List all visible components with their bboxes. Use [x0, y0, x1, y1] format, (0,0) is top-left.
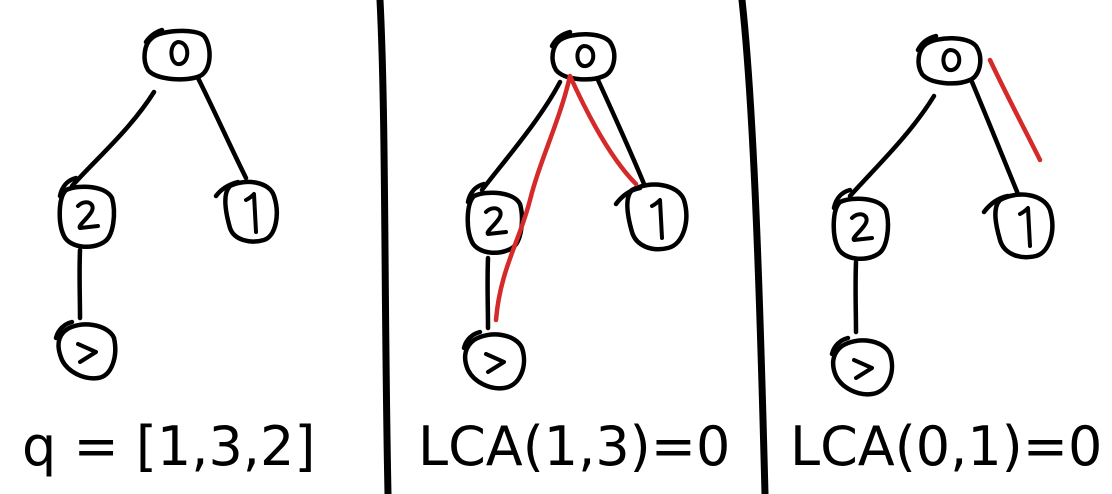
node-1-shape: [625, 182, 689, 252]
node-2-shape: [57, 184, 117, 250]
label-3: [484, 352, 506, 374]
panel-1-tree: [53, 27, 279, 381]
label-2: [76, 200, 100, 230]
panel-divider-left: [376, 0, 392, 494]
node-0-shape: [142, 28, 212, 82]
node-0-shape: [550, 32, 617, 82]
panel-divider-right: [738, 0, 769, 494]
edge-0-2: [69, 89, 157, 189]
label-1: [1018, 206, 1032, 248]
panel-2-labels: [484, 44, 664, 374]
edge-0-1: [969, 79, 1021, 197]
panel-2-tree: [461, 29, 689, 391]
highlight-path-0-1: [987, 57, 1043, 163]
label-3: [76, 342, 98, 364]
edge-0-1: [595, 77, 647, 187]
node-1-shape: [223, 179, 279, 244]
panel-2-caption: LCA(1,3)=0: [418, 415, 731, 478]
node-2-shape: [831, 196, 891, 262]
label-1: [244, 192, 258, 234]
panel-3-labels: [850, 48, 1032, 380]
panel-3-tree: [829, 33, 1055, 397]
label-0: [169, 40, 190, 66]
label-0: [575, 44, 596, 69]
label-2: [850, 212, 874, 242]
panel-1-labels: [76, 40, 258, 364]
node-3-shape: [462, 332, 527, 391]
label-0: [941, 48, 962, 73]
edge-0-2: [479, 79, 563, 193]
edge-0-1: [195, 75, 249, 181]
node-3-shape: [56, 322, 118, 381]
label-2: [484, 206, 508, 236]
edge-0-2: [847, 93, 937, 199]
panel-1-caption: q = [1,3,2]: [22, 415, 316, 478]
label-3: [852, 358, 874, 380]
panel-3-caption: LCA(0,1)=0: [790, 415, 1103, 478]
node-1-shape: [993, 192, 1055, 260]
node-3-shape: [830, 338, 895, 397]
node-0-shape: [916, 36, 983, 86]
label-1: [650, 198, 664, 240]
highlight-path-1-3: [493, 73, 639, 323]
